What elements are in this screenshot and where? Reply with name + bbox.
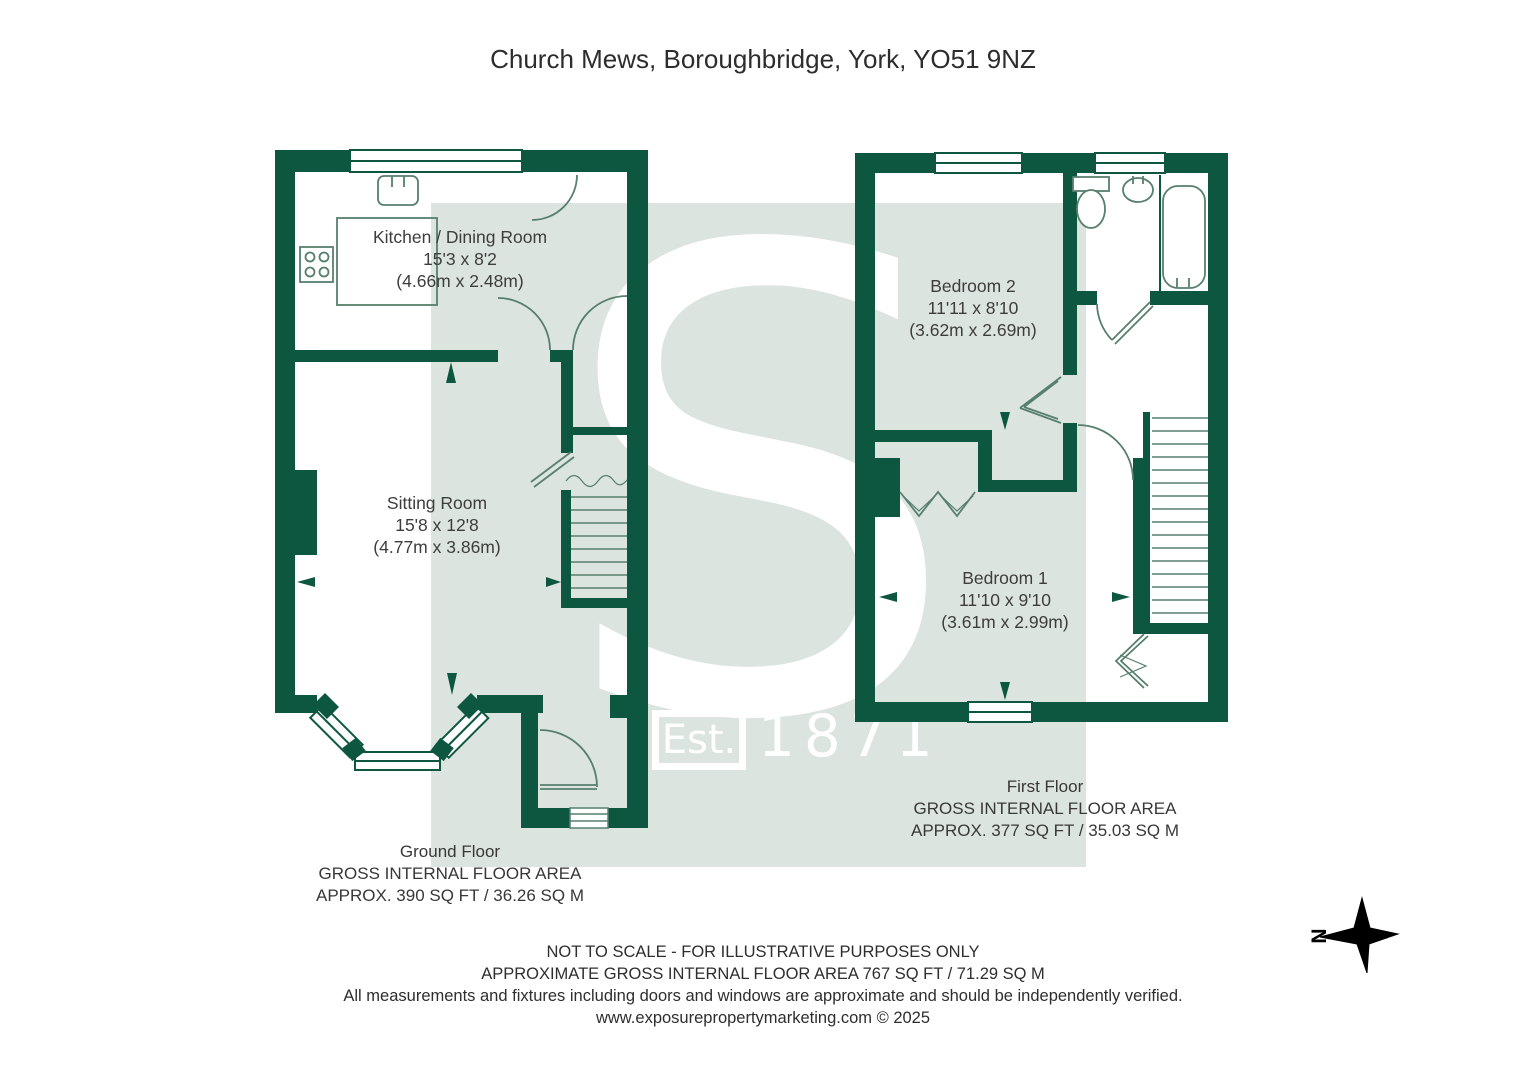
room-dims-metric: (4.77m x 3.86m) (373, 537, 501, 557)
disclaimer: NOT TO SCALE - FOR ILLUSTRATIVE PURPOSES… (343, 941, 1182, 1029)
toilet-icon (1072, 176, 1110, 229)
sitting-room-label: Sitting Room 15'8 x 12'8 (4.77m x 3.86m) (373, 492, 500, 558)
disclaimer-line1: NOT TO SCALE - FOR ILLUSTRATIVE PURPOSES… (546, 943, 980, 961)
room-dims-metric: (4.66m x 2.48m) (396, 271, 524, 291)
kitchen-door-arc (497, 297, 551, 351)
bedroom1-window (967, 701, 1033, 723)
room-dims-imperial: 15'3 x 8'2 (423, 249, 497, 269)
bedroom1-door-arc (1077, 424, 1134, 481)
kitchen-counter (336, 217, 438, 306)
floor-area-value: APPROX. 390 SQ FT / 36.26 SQ M (315, 886, 585, 905)
disclaimer-line4: www.exposurepropertymarketing.com © 2025 (595, 1009, 931, 1027)
stairs-first-icon (1152, 417, 1208, 614)
room-name: Sitting Room (386, 493, 488, 513)
understairs-cupboard-doors (1114, 633, 1145, 689)
understairs-door-leaf (530, 451, 572, 483)
ground-floor-measure-arrows (297, 362, 561, 695)
stairs-ground-icon (565, 474, 628, 589)
bay-window-corners (312, 692, 484, 762)
floor-area-value: APPROX. 377 SQ FT / 35.03 SQ M (910, 821, 1180, 840)
floor-name: First Floor (1006, 777, 1084, 796)
bedroom1-label: Bedroom 1 11'10 x 9'10 (3.61m x 2.99m) (941, 567, 1068, 633)
bathroom-door-leaf (1111, 301, 1151, 341)
bathroom-door-arc (1096, 303, 1113, 341)
entrance-steps (569, 807, 609, 829)
back-door-arc (531, 174, 578, 221)
basin-icon (1122, 176, 1154, 203)
compass-north-label: N (1308, 928, 1331, 943)
ground-floor-walls (275, 150, 648, 828)
room-dims-metric: (3.62m x 2.69m) (909, 320, 1037, 340)
bay-window (308, 703, 490, 771)
watermark-est-badge: Est. (652, 710, 746, 770)
floor-area-line: GROSS INTERNAL FLOOR AREA (318, 864, 582, 883)
first-floor-plan (855, 152, 1228, 723)
front-door-arc (539, 729, 598, 788)
kitchen-dining-room-label: Kitchen / Dining Room 15'3 x 8'2 (4.66m … (373, 226, 547, 292)
ground-floor-area-label: Ground Floor GROSS INTERNAL FLOOR AREA A… (316, 841, 584, 907)
first-floor-measure-arrows (879, 412, 1130, 700)
bedroom2-window (934, 152, 1023, 174)
first-floor-area-label: First Floor GROSS INTERNAL FLOOR AREA AP… (911, 776, 1179, 842)
wardrobe-bifold-doors (899, 490, 976, 518)
first-floor-walls (855, 153, 1228, 722)
room-dims-imperial: 11'10 x 9'10 (959, 590, 1051, 610)
disclaimer-line2: APPROXIMATE GROSS INTERNAL FLOOR AREA 76… (481, 965, 1045, 983)
room-name: Kitchen / Dining Room (372, 227, 548, 247)
room-dims-imperial: 11'11 x 8'10 (927, 298, 1019, 318)
hob-icon (299, 246, 334, 283)
bathroom-window (1094, 152, 1166, 174)
page-title: Church Mews, Boroughbridge, York, YO51 9… (490, 44, 1036, 74)
first-floor-windows (934, 152, 1166, 723)
floor-name: Ground Floor (399, 842, 501, 861)
room-dims-metric: (3.61m x 2.99m) (941, 612, 1069, 632)
room-dims-imperial: 15'8 x 12'8 (395, 515, 479, 535)
floor-area-line: GROSS INTERNAL FLOOR AREA (913, 799, 1177, 818)
bathtub-icon (1162, 185, 1206, 289)
room-name: Bedroom 1 (962, 568, 1048, 588)
ground-floor-plan (275, 149, 648, 829)
bathroom-fixtures (1072, 176, 1206, 289)
kitchen-fixtures (299, 175, 438, 306)
sink-icon (377, 175, 419, 206)
disclaimer-line3: All measurements and fixtures including … (343, 987, 1183, 1005)
room-name: Bedroom 2 (930, 276, 1016, 296)
bedroom2-label: Bedroom 2 11'11 x 8'10 (3.62m x 2.69m) (909, 275, 1036, 341)
compass-rose-icon: N (1308, 896, 1400, 974)
hall-door-arc (572, 295, 628, 351)
bedroom2-door-leaves (1019, 376, 1062, 424)
first-floor-doors (899, 301, 1154, 689)
ground-floor-doors (497, 174, 628, 790)
watermark-background (431, 203, 1086, 867)
kitchen-window (349, 149, 523, 173)
